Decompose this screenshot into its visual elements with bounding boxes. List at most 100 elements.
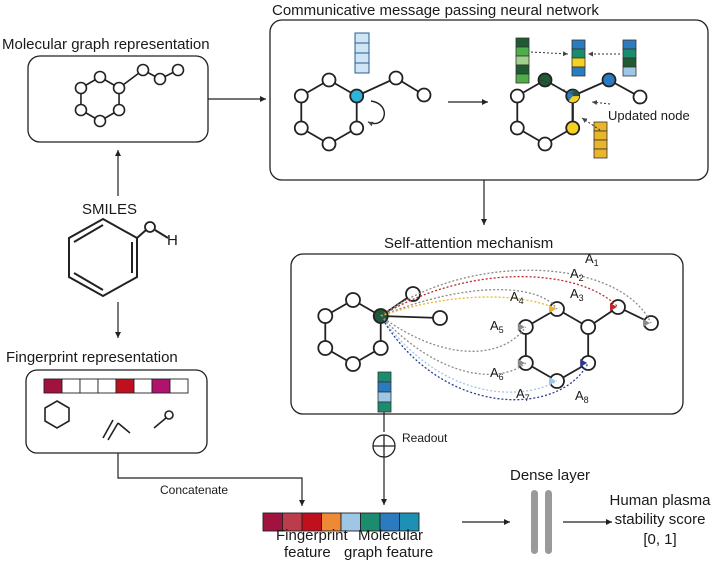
attention-edge	[380, 276, 619, 317]
attention-weight-label: A8	[575, 388, 589, 405]
fingerprint-bit	[61, 378, 81, 394]
attention-weight-label: A6	[490, 365, 504, 382]
node-hidden-vector-cell	[354, 52, 370, 64]
alkene-fragment-icon	[102, 419, 131, 441]
smiles-label: SMILES	[82, 201, 137, 218]
self-attention-title: Self-attention mechanism	[384, 235, 553, 252]
phenol-structure	[68, 217, 169, 298]
graph-node	[416, 87, 432, 103]
attention-graph	[317, 269, 659, 401]
graph-node	[345, 292, 361, 308]
cmpnn-box	[269, 19, 709, 181]
hexagon-fragment-icon	[44, 400, 70, 429]
graph-node	[321, 72, 337, 88]
cmpnn-input-graph	[293, 32, 432, 152]
attention-edge	[380, 296, 558, 317]
fingerprint-fragment-icons	[44, 400, 174, 441]
output-label-line1: Human plasma	[610, 492, 712, 509]
output-label-line2: stability score	[615, 511, 706, 528]
graph-node	[317, 308, 334, 324]
attention-arrowhead	[517, 359, 525, 367]
attention-arrowhead	[580, 359, 588, 367]
concatenated-feature-vector	[262, 512, 420, 532]
graph-node	[112, 103, 126, 117]
graph-node	[372, 340, 389, 356]
message-vector-cell	[622, 57, 637, 68]
readout-vector-cell	[377, 391, 392, 403]
attention-weight-label: A7	[516, 386, 530, 403]
graph-node	[136, 63, 150, 77]
message-vector-cell	[593, 121, 608, 132]
fingerprint-bit	[169, 378, 189, 394]
fingerprint-box	[25, 369, 208, 454]
self-attention-box	[290, 253, 684, 415]
attention-weight-label: A2	[570, 266, 584, 283]
fingerprint-feature-label-line1: Fingerprint	[276, 527, 349, 544]
cmpnn-title: Communicative message passing neural net…	[272, 2, 599, 19]
concatenate-label: Concatenate	[160, 483, 228, 497]
dense-layer-title: Dense layer	[510, 467, 590, 484]
message-vector-cell	[571, 66, 586, 77]
fingerprint-bit	[115, 378, 135, 394]
message-arrow	[540, 79, 579, 97]
output-label-line3: [0, 1]	[643, 531, 676, 548]
node-pie-segment	[572, 89, 580, 96]
graph-node	[293, 88, 309, 104]
readout-vector-cell	[377, 401, 392, 413]
attention-arrowhead	[643, 319, 650, 327]
graph-node	[632, 89, 648, 105]
attention-weight-label: A4	[510, 289, 524, 306]
message-vector-cell	[515, 64, 530, 75]
attention-edge	[380, 315, 558, 393]
feature-vector-cell	[399, 512, 420, 532]
attention-arrowhead	[549, 377, 556, 385]
graph-node	[432, 310, 448, 326]
message-vector-cell	[515, 73, 530, 84]
attention-weight-label: A5	[490, 318, 504, 335]
attention-edge	[380, 289, 558, 317]
graph-node	[321, 136, 337, 152]
graph-node	[345, 356, 361, 372]
fingerprint-bit	[97, 378, 117, 394]
dense-layer-bar-2	[545, 490, 552, 554]
fingerprint-bit	[133, 378, 153, 394]
attention-weight-label: A1	[585, 251, 599, 268]
readout-vector-cell	[377, 381, 392, 393]
hydrogen-label: H	[167, 232, 178, 249]
molecular-graph-icon	[74, 63, 185, 128]
message-vector-cell	[593, 148, 608, 159]
fingerprint-bit	[79, 378, 99, 394]
attention-edge	[380, 315, 527, 352]
graph-node	[537, 136, 553, 152]
message-vector-cell	[515, 46, 530, 57]
message-arrow	[591, 100, 611, 106]
graph-node	[171, 63, 185, 77]
hydroxyl-fragment-icon	[153, 410, 174, 429]
message-loop-arrow	[367, 100, 386, 127]
readout-vector-cell	[377, 371, 392, 383]
readout-vector	[377, 371, 392, 413]
graph-node	[509, 120, 525, 136]
message-vector-cell	[515, 37, 530, 48]
message-vector-cell	[622, 39, 637, 50]
dense-layer-bar-1	[531, 490, 538, 554]
graph-node	[74, 103, 88, 117]
attention-weight-label: A3	[570, 286, 584, 303]
graph-feature-label-line1: Molecular	[358, 527, 423, 544]
cmpnn-updated-graph	[509, 37, 648, 159]
readout-sum-icon	[372, 434, 396, 458]
readout-label: Readout	[402, 431, 448, 445]
attention-arrowhead	[517, 323, 525, 331]
graph-feature-label-line2: graph feature	[344, 544, 433, 561]
graph-node	[93, 114, 107, 128]
graph-node	[580, 319, 597, 335]
graph-node	[388, 70, 404, 86]
fingerprint-title: Fingerprint representation	[6, 349, 178, 366]
fingerprint-bit	[151, 378, 171, 394]
message-vector-cell	[515, 55, 530, 66]
fingerprint-bit	[43, 378, 63, 394]
graph-node	[153, 72, 167, 86]
graph-node	[537, 72, 553, 88]
